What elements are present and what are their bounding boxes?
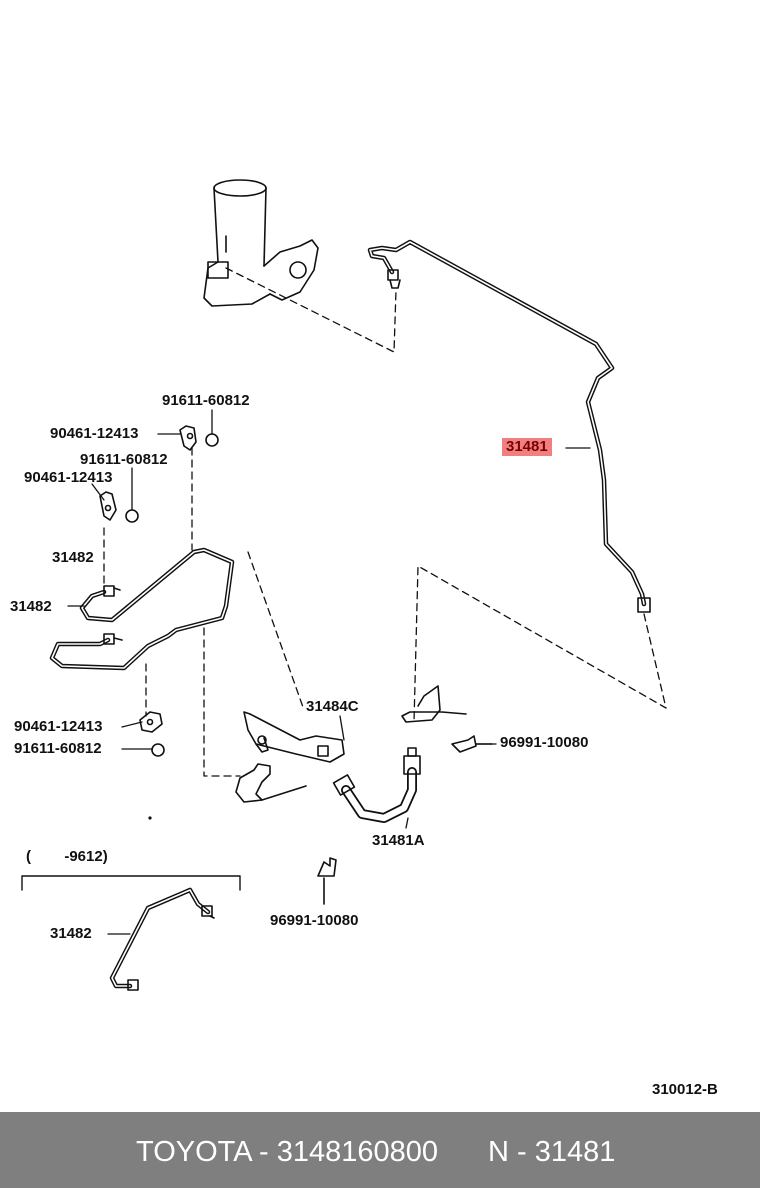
callout-31482-upper: 31482	[52, 549, 94, 566]
callout-91611-60812-lower: 91611-60812	[14, 740, 102, 757]
footer-brand-part-number: TOYOTA - 3148160800	[136, 1136, 439, 1168]
drawing-code: 310012-B	[652, 1081, 718, 1098]
callout-90461-12413-mid: 90461-12413	[24, 469, 113, 486]
callout-96991-10080-right: 96991-10080	[500, 734, 589, 751]
callout-90461-12413-top: 90461-12413	[50, 425, 139, 442]
pipe-31481-drawing	[367, 239, 651, 613]
master-cylinder-drawing	[203, 179, 319, 307]
callout-31481-highlighted[interactable]: 31481	[502, 438, 552, 456]
footer-bar: TOYOTA - 3148160800 N - 31481	[0, 1112, 760, 1188]
hose-31481a-drawing	[332, 685, 467, 823]
callout-96991-10080-bottom: 96991-10080	[270, 912, 359, 929]
callout-31482-variant: 31482	[50, 925, 92, 942]
variant-pipe-drawing	[21, 875, 241, 991]
stray-mark	[148, 816, 152, 820]
callout-91611-60812-top: 91611-60812	[162, 392, 250, 409]
footer-reference-number: N - 31481	[488, 1136, 616, 1168]
callout-90461-12413-lower: 90461-12413	[14, 718, 103, 735]
clips	[317, 735, 493, 905]
callout-31482-middle: 31482	[10, 598, 52, 615]
callout-leaders	[67, 409, 591, 935]
callout-31481a: 31481A	[372, 832, 425, 849]
callout-91611-60812-mid: 91611-60812	[80, 451, 168, 468]
dashed-leaders	[103, 267, 667, 777]
union-bolts	[99, 425, 219, 757]
bracket-31484c-drawing	[243, 711, 345, 763]
pipe-31482-drawing	[49, 547, 235, 671]
callout-31484c: 31484C	[306, 698, 359, 715]
variant-date-note: ( -9612)	[26, 848, 108, 865]
clutch-line-diagram	[21, 179, 667, 991]
release-cylinder-drawing	[235, 763, 307, 803]
